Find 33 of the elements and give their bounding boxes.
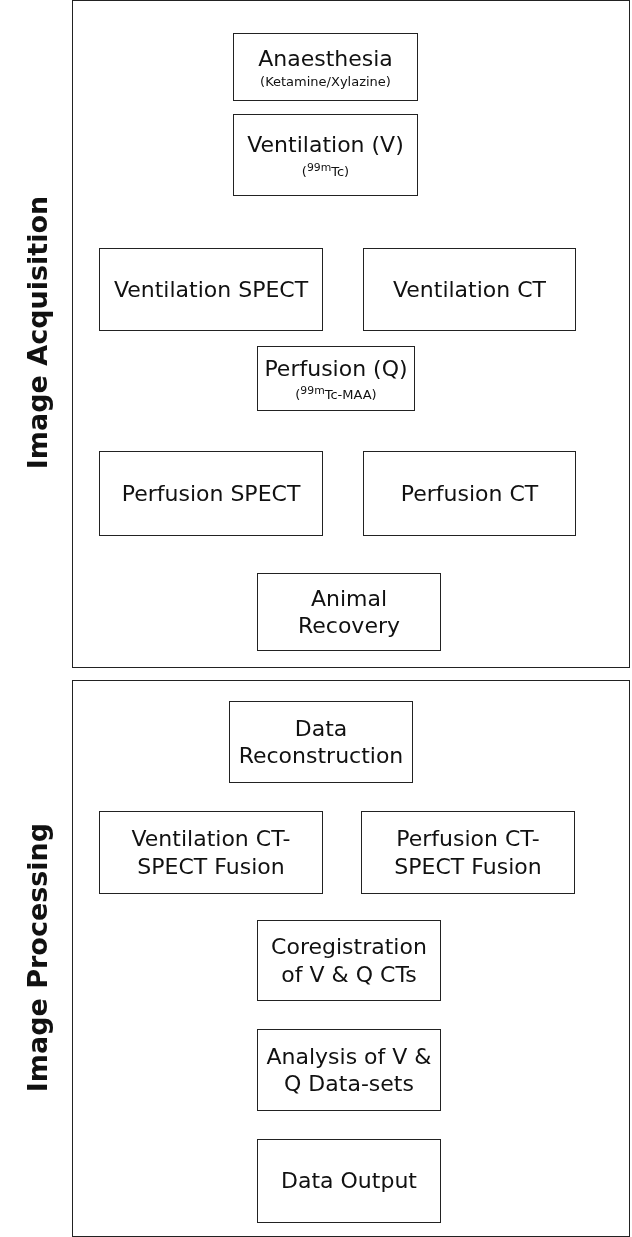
section-heading: Image Processing <box>21 821 53 1094</box>
step-note: (Ketamine/Xylazine) <box>260 74 391 90</box>
process-box <box>99 248 323 331</box>
process-box <box>257 1029 441 1111</box>
process-box <box>233 33 418 101</box>
process-box <box>99 451 323 536</box>
step-label: Anaesthesia <box>258 44 393 73</box>
step-note: ($^{99m}$Tc) <box>301 160 350 179</box>
step-label: Perfusion CT <box>400 479 539 508</box>
step-label: Ventilation CT <box>392 275 547 304</box>
process-box <box>257 573 441 651</box>
process-box <box>257 920 441 1001</box>
step-label: Perfusion CT-SPECT Fusion <box>393 825 543 880</box>
step-label: Analysis of V & Q Data-sets <box>265 1042 433 1098</box>
process-box <box>233 114 418 196</box>
process-box <box>363 451 576 536</box>
step-label: Data Reconstruction <box>237 714 405 770</box>
step-label: Ventilation CT-SPECT Fusion <box>130 825 292 880</box>
step-label: Ventilation SPECT <box>113 275 309 304</box>
step-label: Perfusion SPECT <box>121 479 301 508</box>
step-label: Animal Recovery <box>297 584 401 640</box>
step-label: Coregistration of V & Q CTs <box>270 933 428 988</box>
section-heading: Image Acquisition <box>21 194 53 472</box>
process-box <box>363 248 576 331</box>
process-box <box>257 346 415 411</box>
process-box <box>99 811 323 894</box>
step-label: Ventilation (V) <box>247 131 404 159</box>
process-box <box>361 811 575 894</box>
step-note: ($^{99m}$Tc-MAA) <box>295 384 377 403</box>
step-label: Data Output <box>281 1167 417 1195</box>
step-label: Perfusion (Q) <box>264 354 408 383</box>
process-box <box>257 1139 441 1223</box>
process-box <box>229 701 413 783</box>
